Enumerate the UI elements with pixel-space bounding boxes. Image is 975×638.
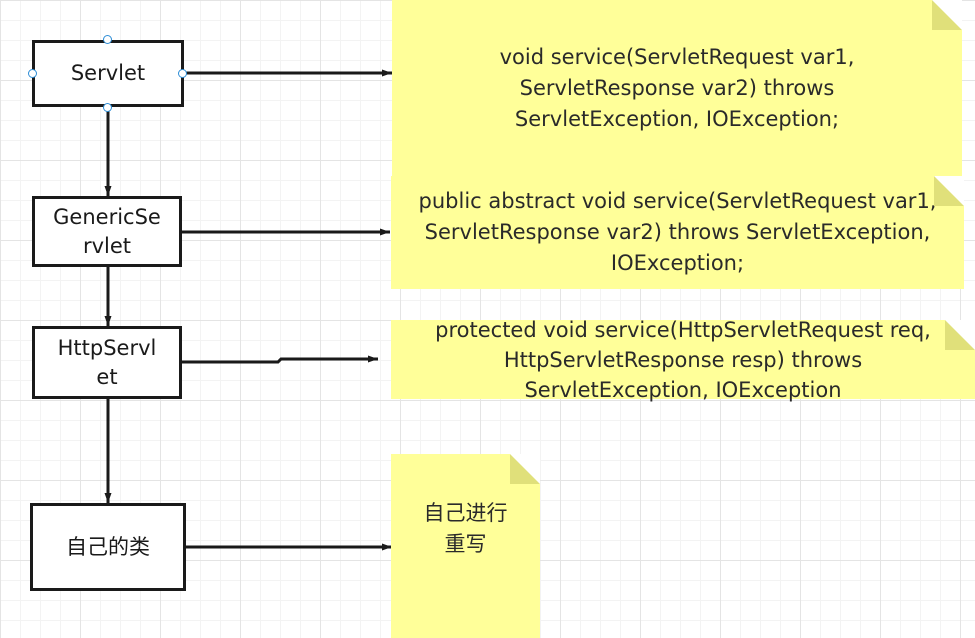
note-servlet-service-text: void service(ServletRequest var1, Servle… — [499, 44, 855, 131]
selection-handle-top[interactable] — [103, 35, 112, 44]
generic-servlet-box-label: GenericServlet — [53, 204, 161, 258]
note-fold-corner — [934, 176, 964, 206]
http-servlet-box-label: HttpServlet — [57, 335, 157, 389]
servlet-box[interactable]: Servlet — [32, 40, 184, 107]
note-fold-corner — [510, 454, 540, 484]
http-servlet-box[interactable]: HttpServlet — [32, 326, 182, 399]
arrow-http-to-note[interactable] — [182, 355, 378, 364]
own-class-box-label: 自己的类 — [66, 534, 150, 559]
selection-handle-right[interactable] — [178, 69, 187, 78]
note-fold-corner — [945, 320, 975, 350]
note-servlet-service[interactable]: void service(ServletRequest var1, Servle… — [392, 0, 962, 182]
note-generic-service[interactable]: public abstract void service(ServletRequ… — [391, 176, 964, 289]
selection-handle-bottom[interactable] — [103, 103, 112, 112]
selection-handle-left[interactable] — [28, 69, 37, 78]
note-override-text: 自己进行重写 — [423, 501, 508, 556]
note-generic-service-text: public abstract void service(ServletRequ… — [418, 189, 937, 275]
note-fold-corner — [932, 0, 962, 30]
note-override[interactable]: 自己进行重写 — [391, 454, 540, 638]
note-http-service-text: protected void service(HttpServletReques… — [435, 317, 931, 402]
own-class-box[interactable]: 自己的类 — [30, 503, 186, 591]
note-http-service[interactable]: protected void service(HttpServletReques… — [391, 318, 975, 402]
generic-servlet-box[interactable]: GenericServlet — [32, 196, 182, 267]
servlet-box-label: Servlet — [70, 61, 146, 85]
